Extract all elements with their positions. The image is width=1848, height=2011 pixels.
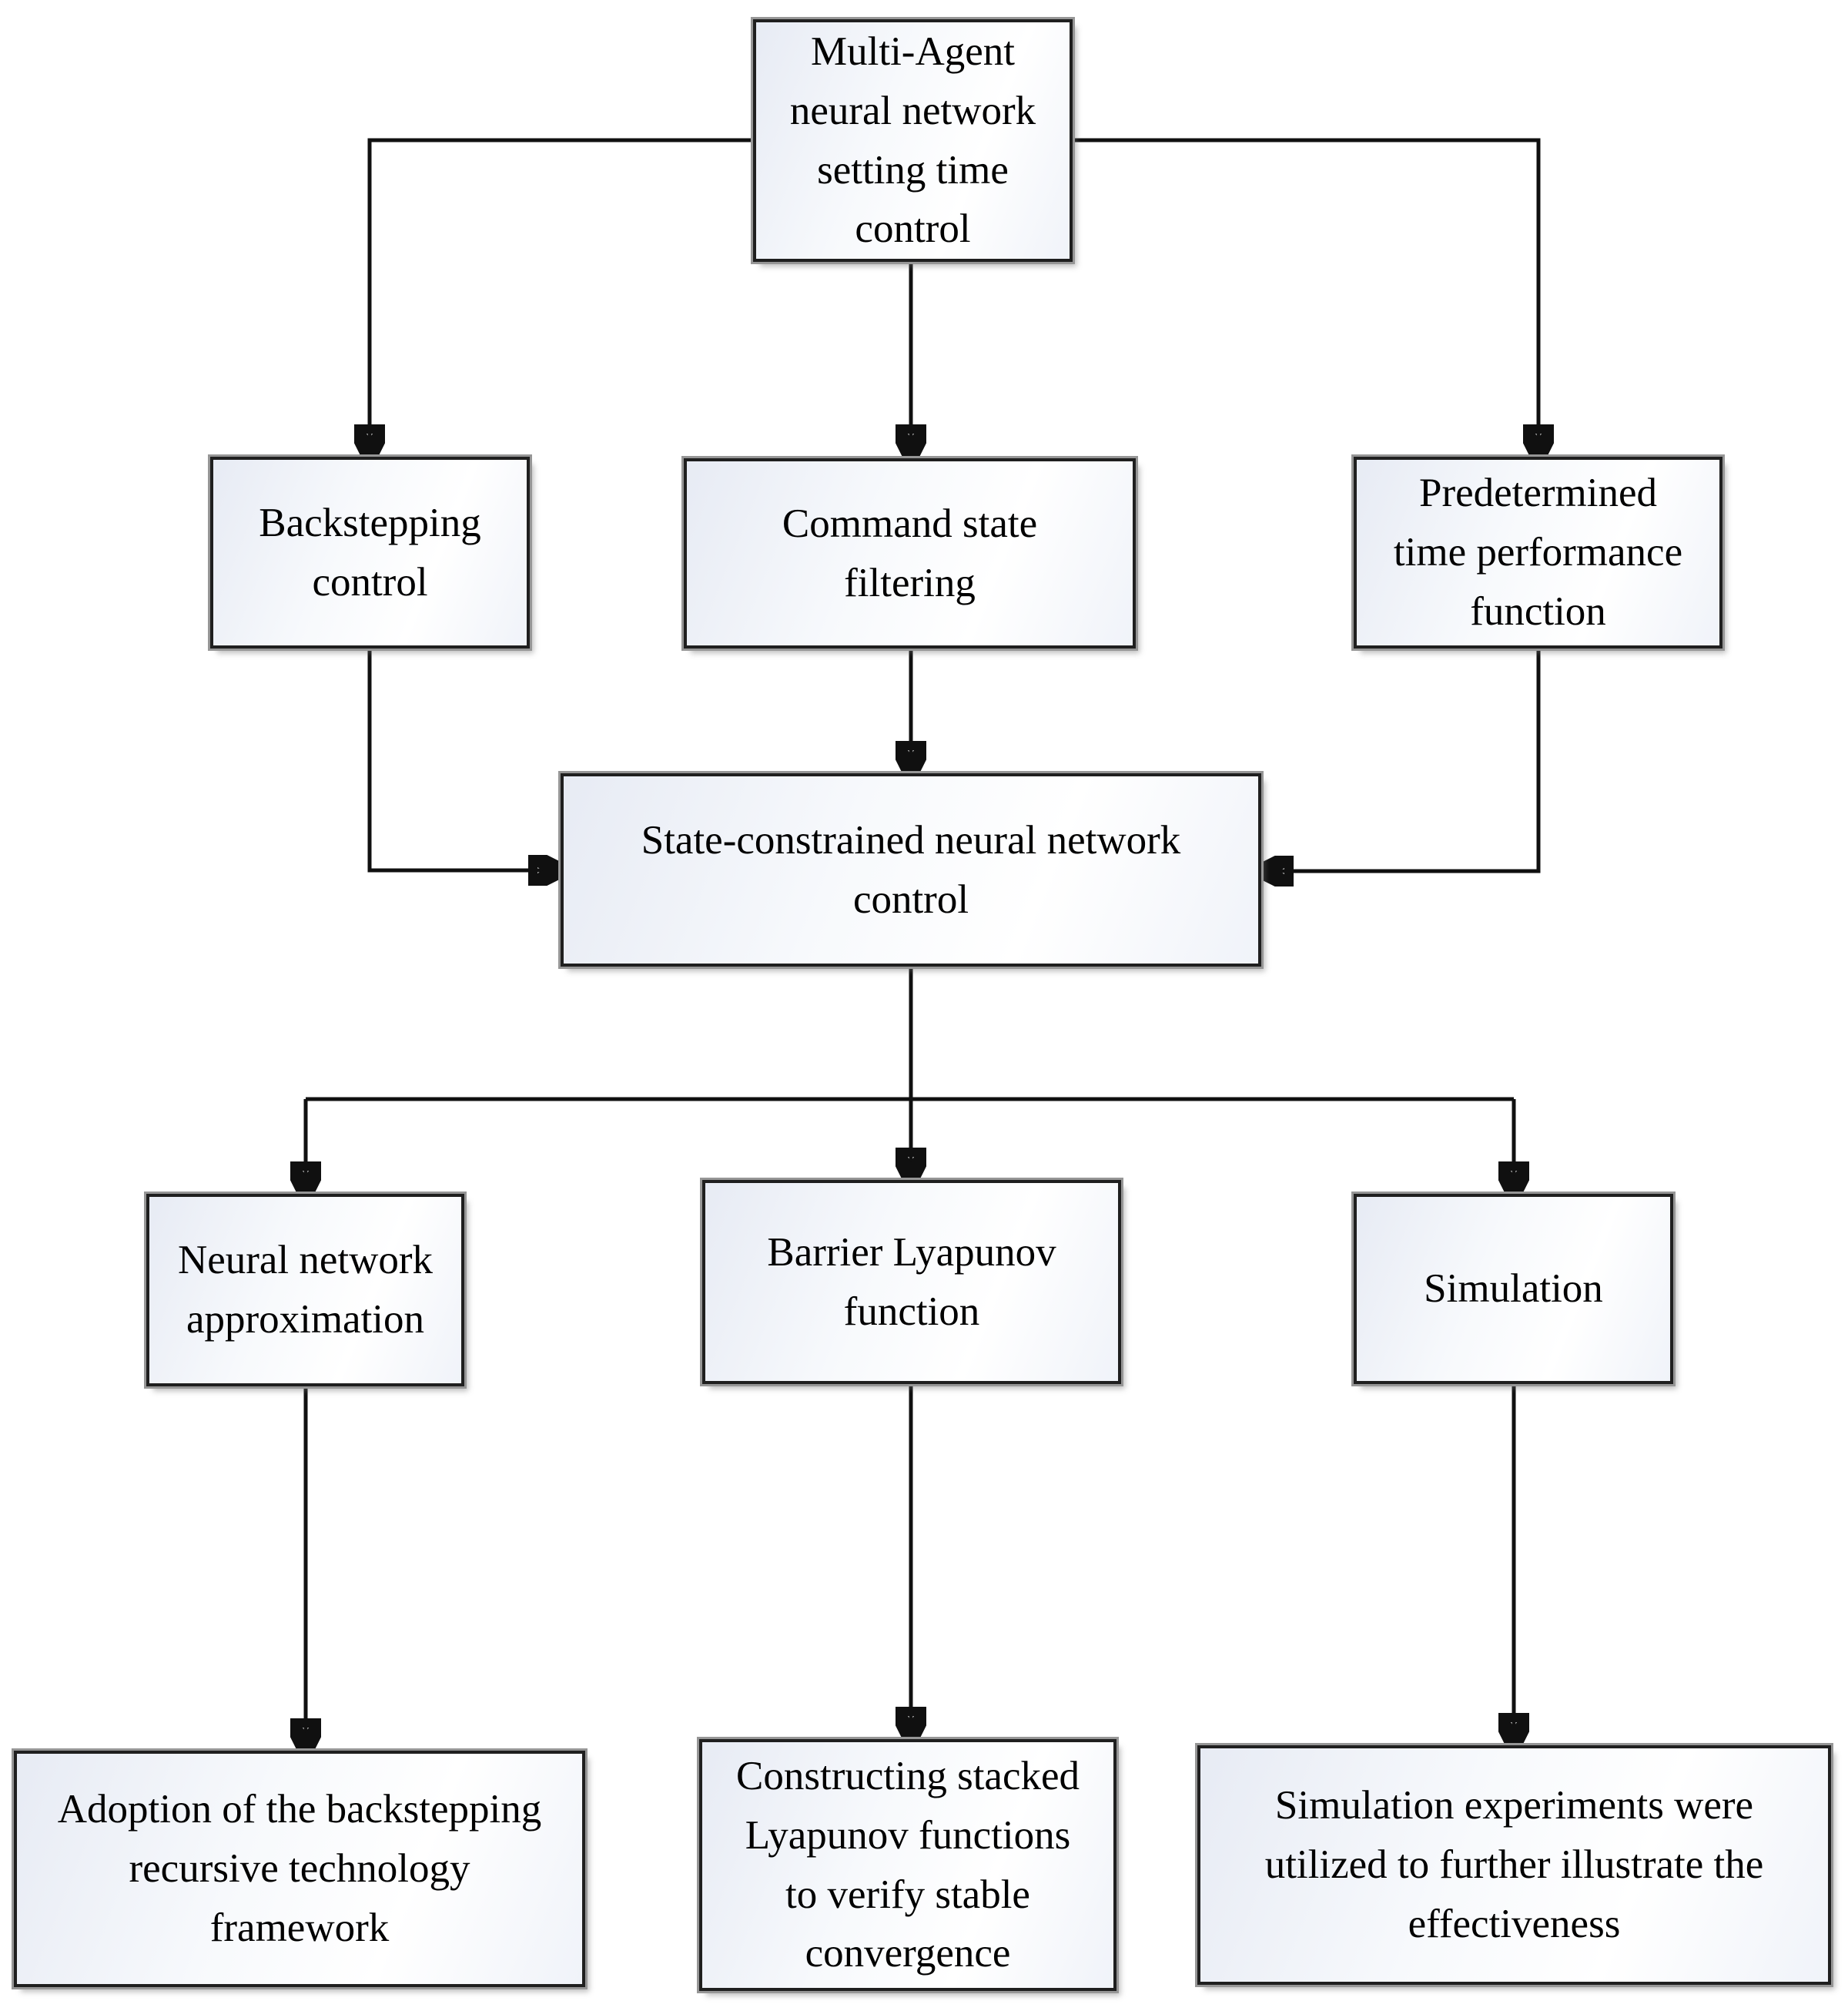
edge-backstepping-to-stateconstrained <box>367 649 561 870</box>
node-barrier-lyapunov-function: Barrier Lyapunov function <box>702 1180 1121 1384</box>
node-predetermined-time-performance-function: Predetermined time performance function <box>1354 457 1722 649</box>
node-neural-network-approximation: Neural network approximation <box>146 1194 464 1386</box>
node-multi-agent-setting-time-control: Multi-Agent neural network setting time … <box>753 19 1073 262</box>
node-adoption-backstepping-framework: Adoption of the backstepping recursive t… <box>14 1751 585 1987</box>
node-simulation-experiments-effectiveness: Simulation experiments were utilized to … <box>1197 1745 1831 1985</box>
node-backstepping-control: Backstepping control <box>210 457 530 649</box>
edge-multiagent-to-predetermined <box>1073 138 1538 457</box>
node-command-state-filtering: Command state filtering <box>684 458 1136 649</box>
edge-predetermined-to-stateconstrained <box>1261 649 1541 871</box>
node-state-constrained-neural-network-control: State-constrained neural network control <box>561 773 1261 967</box>
node-simulation: Simulation <box>1354 1194 1673 1384</box>
edge-multiagent-to-backstepping <box>370 138 753 457</box>
node-constructing-stacked-lyapunov: Constructing stacked Lyapunov functions … <box>699 1739 1116 1991</box>
